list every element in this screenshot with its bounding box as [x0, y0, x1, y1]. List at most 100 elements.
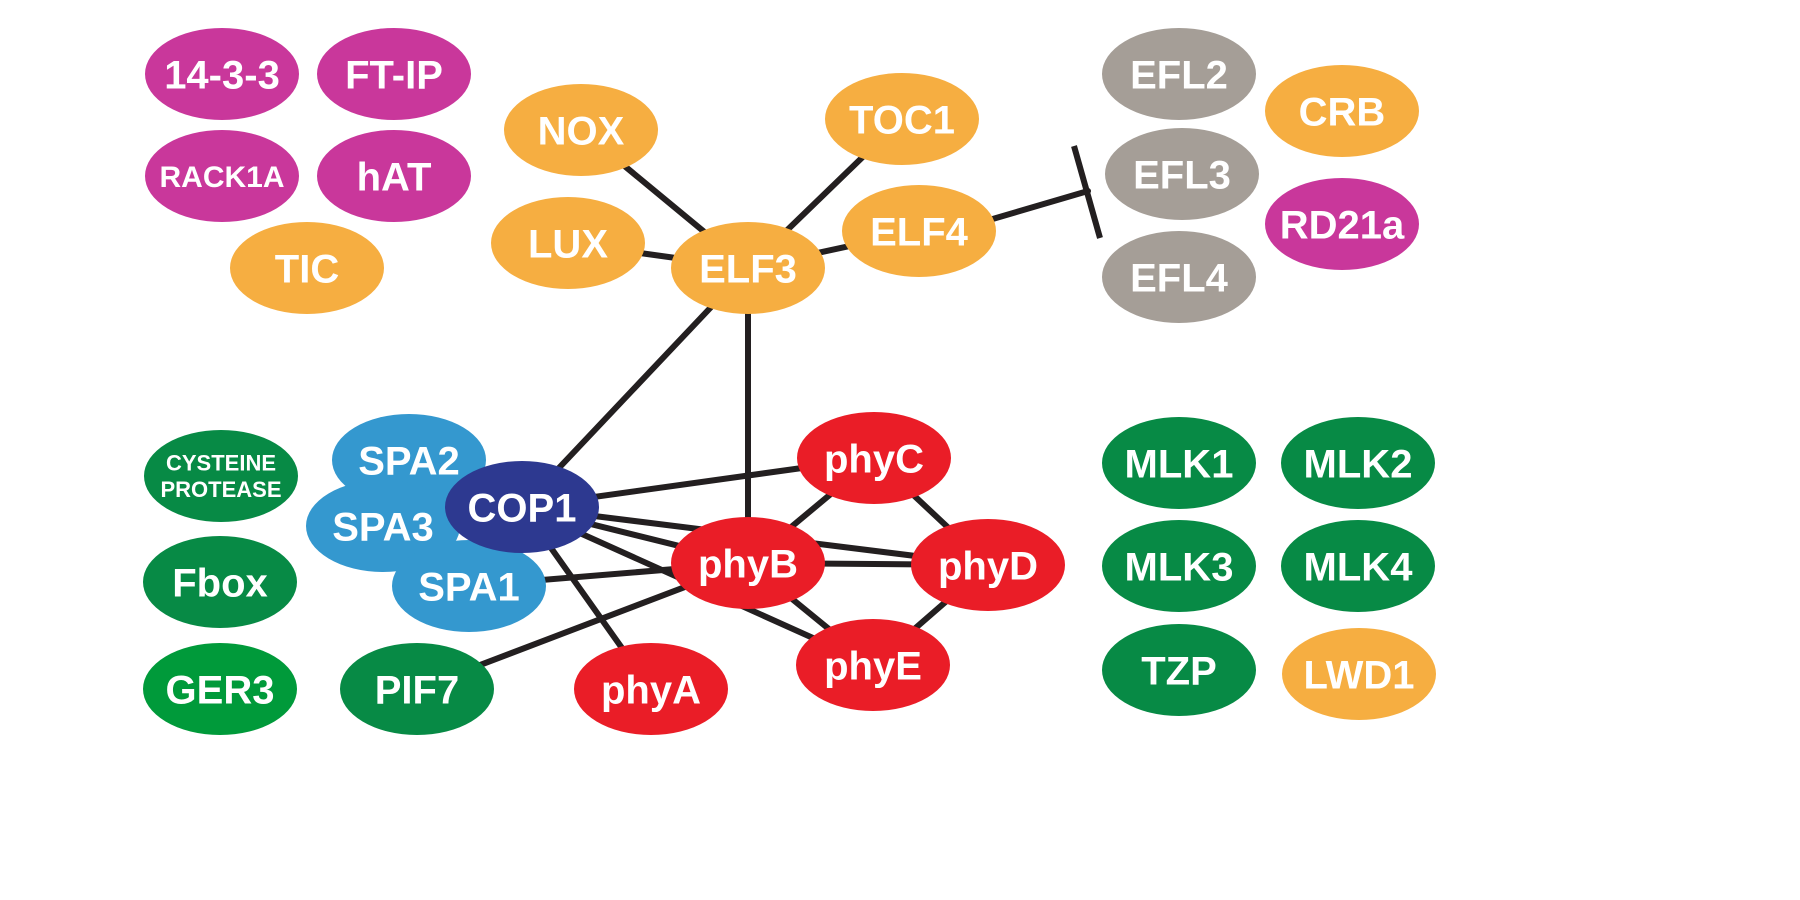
node-label: 14-3-3 — [164, 53, 280, 97]
node-phyc: phyC — [797, 412, 951, 504]
node-ellipse — [144, 430, 298, 522]
node-phya: phyA — [574, 643, 728, 735]
node-label: MLK1 — [1125, 442, 1234, 486]
node-ellipse — [1102, 520, 1256, 612]
node-mlk4: MLK4 — [1281, 520, 1435, 612]
node-pif7: PIF7 — [340, 643, 494, 735]
node-ellipse — [340, 643, 494, 735]
node-spa1: SPA1 — [392, 540, 546, 632]
node-label: COP1 — [468, 486, 577, 530]
node-ellipse — [317, 130, 471, 222]
node-label: GER3 — [166, 668, 275, 712]
node-label: RD21a — [1280, 203, 1405, 247]
node-label: MLK4 — [1304, 545, 1414, 589]
node-ellipse — [1102, 417, 1256, 509]
node-label: TIC — [275, 247, 339, 291]
node-label: EFL4 — [1130, 256, 1229, 300]
node-ellipse — [911, 519, 1065, 611]
node-mlk3: MLK3 — [1102, 520, 1256, 612]
node-ellipse — [671, 517, 825, 609]
node-label: ELF3 — [699, 247, 797, 291]
node-ellipse — [143, 536, 297, 628]
node-ellipse — [143, 643, 297, 735]
node-label: FT-IP — [345, 53, 443, 97]
node-label: phyB — [698, 542, 798, 586]
node-label: EFL2 — [1130, 53, 1228, 97]
node-label: LUX — [528, 222, 608, 266]
node-efl4: EFL4 — [1102, 231, 1256, 323]
node-label: hAT — [357, 155, 432, 199]
node-lux: LUX — [491, 197, 645, 289]
node-elf4: ELF4 — [842, 185, 996, 277]
node-label: RACK1A — [159, 161, 284, 194]
node-toc1: TOC1 — [825, 73, 979, 165]
inhibition-edge-elf4 — [976, 188, 1091, 226]
node-ellipse — [392, 540, 546, 632]
node-phyb: phyB — [671, 517, 825, 609]
node-label: phyE — [824, 644, 922, 688]
node-ellipse — [825, 73, 979, 165]
node-ellipse — [1102, 28, 1256, 120]
node-label: phyA — [601, 668, 701, 712]
node-efl2: EFL2 — [1102, 28, 1256, 120]
node-ellipse — [797, 412, 951, 504]
node-nox: NOX — [504, 84, 658, 176]
node-elf3: ELF3 — [671, 222, 825, 314]
inhibition-bar — [1071, 145, 1103, 239]
node-cop1: COP1 — [445, 461, 599, 553]
node-ellipse — [504, 84, 658, 176]
node-label-line: CYSTEINE — [166, 451, 276, 476]
node-ellipse — [1105, 128, 1259, 220]
node-ellipse — [491, 197, 645, 289]
node-tic: TIC — [230, 222, 384, 314]
node-ellipse — [306, 480, 460, 572]
node-tzp: TZP — [1102, 624, 1256, 716]
node-label: phyD — [938, 544, 1038, 588]
node-ellipse — [230, 222, 384, 314]
node-ellipse — [1265, 65, 1419, 157]
node-ellipse — [1265, 178, 1419, 270]
node-efl3: EFL3 — [1105, 128, 1259, 220]
node-ellipse — [574, 643, 728, 735]
node-phye: phyE — [796, 619, 950, 711]
node-label-line: PROTEASE — [160, 477, 281, 502]
node-ellipse — [796, 619, 950, 711]
node-fbox: Fbox — [143, 536, 297, 628]
node-label: CRB — [1299, 90, 1386, 134]
node-ellipse — [1281, 417, 1435, 509]
node-mlk1: MLK1 — [1102, 417, 1256, 509]
node-ellipse — [445, 461, 599, 553]
node-ellipse — [145, 28, 299, 120]
node-label: MLK2 — [1304, 442, 1413, 486]
node-hat: hAT — [317, 130, 471, 222]
node-lwd1: LWD1 — [1282, 628, 1436, 720]
node-label: Fbox — [172, 561, 268, 605]
node-ellipse — [317, 28, 471, 120]
node-label: SPA2 — [358, 439, 460, 483]
node-ger3: GER3 — [143, 643, 297, 735]
node-ellipse — [1102, 624, 1256, 716]
node-ellipse — [1281, 520, 1435, 612]
node-label: SPA3 — [332, 505, 434, 549]
node-14-3-3: 14-3-3 — [145, 28, 299, 120]
node-label: TZP — [1141, 649, 1217, 693]
node-phyd: phyD — [911, 519, 1065, 611]
node-label: EFL3 — [1133, 153, 1231, 197]
node-ft-ip: FT-IP — [317, 28, 471, 120]
node-rd21a: RD21a — [1265, 178, 1419, 270]
node-label: PIF7 — [375, 668, 459, 712]
node-label: NOX — [538, 109, 625, 153]
node-crb: CRB — [1265, 65, 1419, 157]
node-label: LWD1 — [1303, 653, 1414, 697]
node-ellipse — [671, 222, 825, 314]
node-ellipse — [145, 130, 299, 222]
node-spa3: SPA3 — [306, 480, 460, 572]
node-ellipse — [842, 185, 996, 277]
node-ellipse — [1102, 231, 1256, 323]
node-label: TOC1 — [849, 98, 955, 142]
node-ellipse — [1282, 628, 1436, 720]
